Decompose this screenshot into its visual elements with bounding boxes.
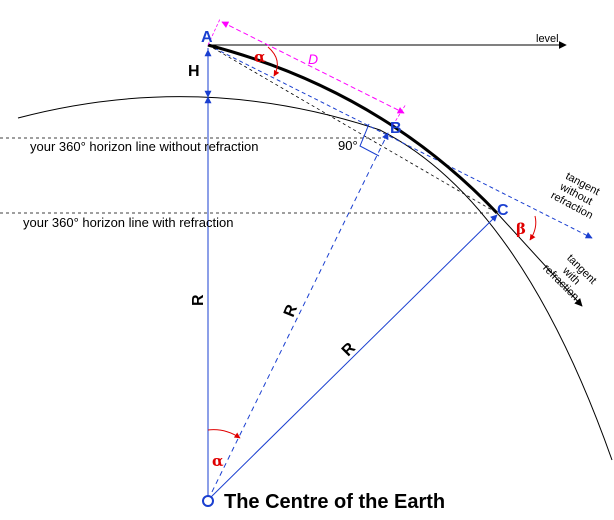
chord-a-to-c	[207, 44, 498, 214]
beta-arc	[529, 215, 537, 241]
radius-label-to-b: R	[281, 302, 301, 319]
distance-label: D	[308, 51, 318, 67]
alpha-arc-top	[267, 46, 280, 77]
radius-label-vertical: R	[190, 294, 207, 306]
horizon-with-refraction-label: your 360° horizon line with refraction	[23, 215, 233, 230]
right-angle-label: 90°	[338, 138, 358, 153]
distance-extension-b	[392, 103, 407, 126]
distance-dimension	[221, 21, 405, 114]
level-label: level	[536, 33, 559, 45]
alpha-arc-centre	[207, 429, 241, 439]
alpha-label-centre: α	[212, 452, 224, 470]
radius-line-to-c	[207, 214, 498, 501]
earth-centre-marker	[202, 495, 214, 507]
beta-label: β	[516, 220, 526, 238]
point-c-label: C	[497, 202, 509, 219]
tangent-without-refraction-label: tangent without refraction	[549, 170, 602, 221]
radius-label-to-c: R	[339, 339, 360, 360]
tangent-with-refraction-label: tangent with refraction	[540, 252, 598, 303]
earth-surface-arc	[17, 96, 613, 461]
right-angle-marker	[359, 123, 380, 157]
point-a-label: A	[201, 29, 213, 46]
point-b-label: B	[390, 120, 402, 137]
horizon-without-refraction-label: your 360° horizon line without refractio…	[30, 139, 259, 154]
height-label: H	[188, 63, 200, 80]
tangent-with-refraction-line	[496, 212, 583, 307]
radius-line-to-b	[207, 132, 389, 501]
alpha-label-top: α	[254, 48, 266, 66]
earth-centre-label: The Centre of the Earth	[224, 491, 445, 513]
